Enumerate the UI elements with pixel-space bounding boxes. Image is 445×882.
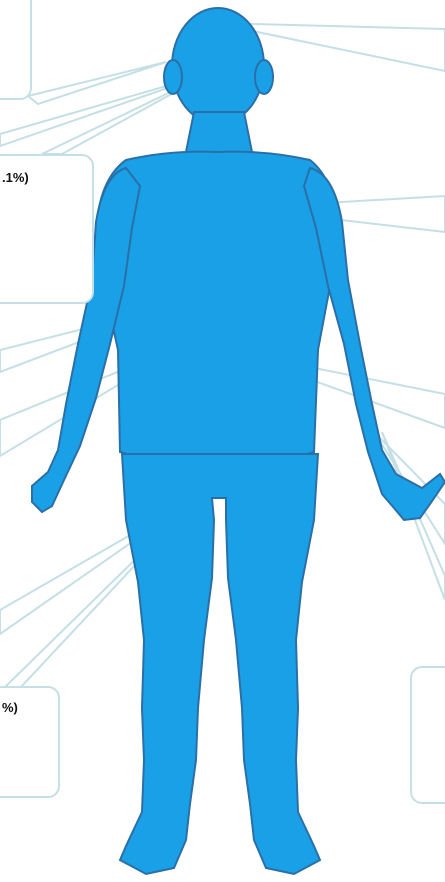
callout-label-mid-left: .1%) <box>2 170 29 186</box>
left-ear-shape <box>164 60 182 94</box>
legs-shape <box>120 454 320 874</box>
callout-ear-left <box>28 62 166 104</box>
head-shape <box>172 8 264 124</box>
callout-box-mid-left: .1%) <box>0 154 94 304</box>
neck-shape <box>186 112 252 152</box>
callout-box-bottom-right <box>410 666 445 804</box>
callout-box-top-left <box>0 0 32 100</box>
callout-box-bottom-left: %) <box>0 686 60 798</box>
right-ear-shape <box>255 60 273 94</box>
callout-label-bottom-left: %) <box>2 700 18 716</box>
